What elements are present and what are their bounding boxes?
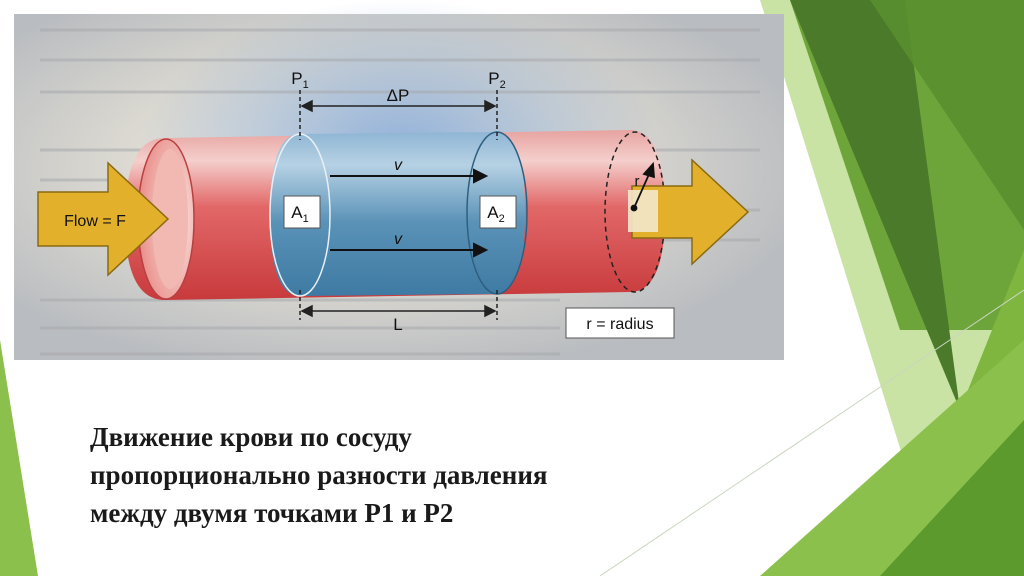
a1-label: A1 bbox=[291, 203, 308, 225]
left-green-sliver bbox=[0, 340, 38, 576]
delta-p-label: ΔP bbox=[387, 86, 410, 105]
caption-line-2: пропорционально разности давления bbox=[90, 460, 548, 490]
slide-caption: Движение крови по сосуду пропорционально… bbox=[90, 418, 730, 532]
radius-legend-label: r = radius bbox=[586, 316, 653, 333]
green-decoration bbox=[599, 0, 1024, 576]
a1-box bbox=[283, 195, 321, 229]
length-arrow bbox=[300, 304, 497, 318]
vessel-diagram: P1 P2 ΔP v v A1 A2 L Flow = F r r = radi… bbox=[14, 0, 784, 360]
flow-label: Flow = F bbox=[64, 213, 126, 230]
flow-out-arrow bbox=[631, 158, 750, 266]
vessel-segment bbox=[270, 132, 525, 296]
flow-in-arrow bbox=[37, 161, 170, 277]
p2-label: P2 bbox=[488, 69, 505, 91]
p1-label: P1 bbox=[291, 69, 308, 91]
radius-arrow bbox=[630, 161, 655, 212]
a2-box bbox=[479, 195, 517, 229]
radius-symbol-label: r bbox=[635, 173, 640, 190]
velocity-arrow-top bbox=[330, 168, 489, 184]
caption-line-1: Движение крови по сосуду bbox=[90, 422, 412, 452]
radius-legend-box bbox=[565, 307, 675, 339]
velocity-bottom-label: v bbox=[394, 231, 403, 248]
velocity-top-label: v bbox=[394, 157, 403, 174]
caption-line-3: между двумя точками Р1 и Р2 bbox=[90, 498, 454, 528]
delta-p-arrow bbox=[300, 99, 497, 113]
length-label: L bbox=[393, 315, 402, 334]
a2-label: A2 bbox=[487, 203, 504, 225]
velocity-arrow-bottom bbox=[330, 242, 489, 258]
